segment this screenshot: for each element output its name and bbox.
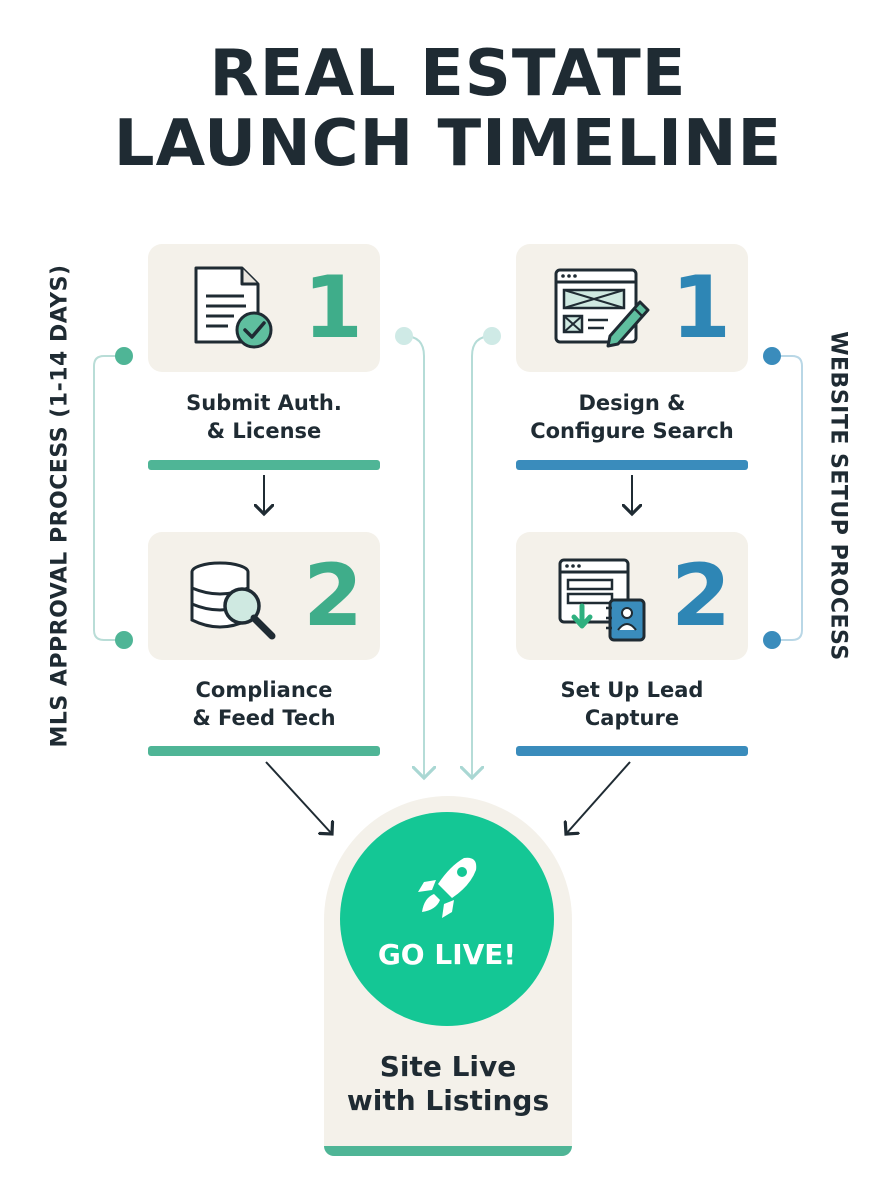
website-step-2-bar [516, 746, 748, 756]
document-check-icon [194, 266, 273, 349]
left-bracket [93, 355, 124, 641]
mls-step-2-card: 2 [148, 532, 380, 660]
website-step-2-card: 2 [516, 532, 748, 660]
mls-step-1-card: 1 [148, 244, 380, 372]
right-bracket-dot-bottom [763, 631, 781, 649]
mls-step-2-bar [148, 746, 380, 756]
right-to-goal-arrow [566, 761, 631, 834]
mls-step-1-label: Submit Auth. & License [186, 391, 342, 443]
lead-capture-form-icon [558, 558, 646, 642]
go-live-circle [340, 812, 554, 1026]
right-bracket [772, 355, 803, 641]
left-bracket-dot-top [115, 347, 133, 365]
step-number: 1 [671, 258, 731, 358]
center-flow-left [403, 335, 424, 778]
rocket-icon [418, 857, 477, 918]
step-number: 1 [303, 258, 363, 358]
center-flow-right [472, 335, 493, 778]
step-number: 2 [303, 546, 363, 646]
left-bracket-dot-bottom [115, 631, 133, 649]
mls-step-2-label: Compliance & Feed Tech [192, 678, 336, 730]
step-number: 2 [671, 546, 731, 646]
web-design-pencil-icon [554, 268, 650, 348]
right-bracket-dot-top [763, 347, 781, 365]
go-live-badge: GO LIVE! [377, 938, 517, 971]
title-line-1: REAL ESTATE [209, 37, 687, 111]
left-to-goal-arrow [265, 761, 332, 834]
website-step-1-card: 1 [516, 244, 748, 372]
website-step-1-bar [516, 460, 748, 470]
site-live-label: Site Live with Listings [346, 1050, 550, 1117]
website-step-1-label: Design & Configure Search [530, 391, 734, 443]
title-line-2: LAUNCH TIMELINE [113, 107, 783, 181]
database-search-icon [190, 561, 276, 640]
mls-step-1-bar [148, 460, 380, 470]
go-live-bar [324, 1146, 572, 1156]
website-step-2-label: Set Up Lead Capture [560, 678, 704, 730]
